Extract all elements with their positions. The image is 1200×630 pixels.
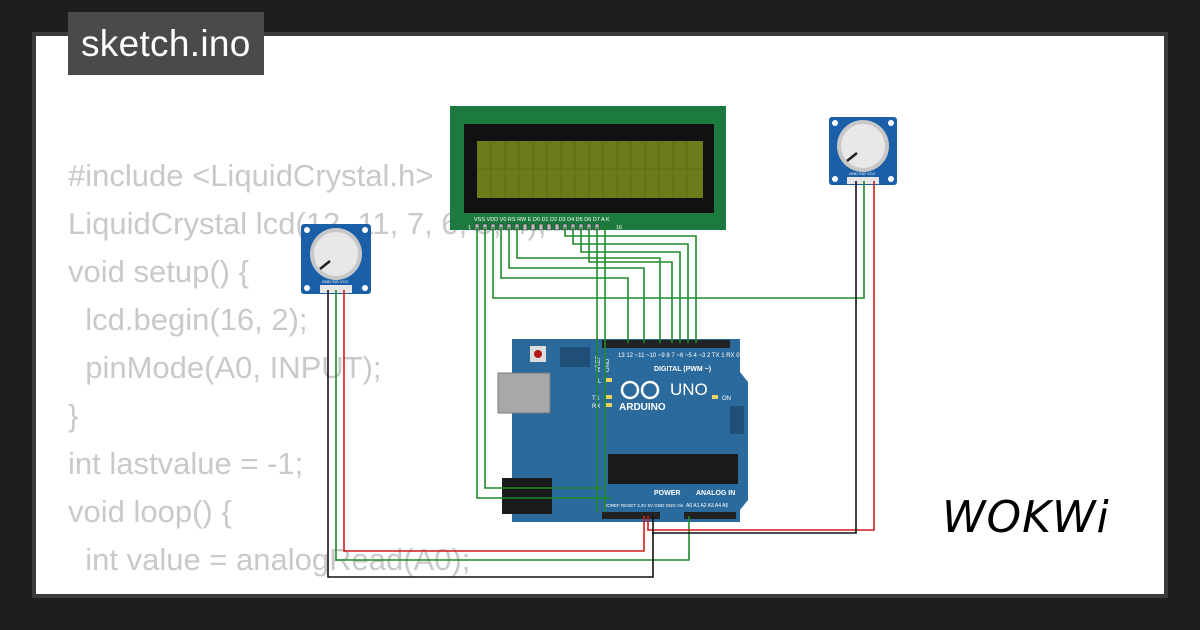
arduino-on-label: ON — [722, 396, 731, 402]
arduino-power-label: POWER — [654, 490, 680, 497]
arduino-analog-pin-labels: A0 A1 A2 A3 A4 A5 — [686, 503, 728, 509]
arduino-led-l-label: L — [598, 379, 602, 385]
code-line: lcd.begin(16, 2); — [68, 302, 308, 337]
arduino-gnd-label: GND — [605, 358, 611, 372]
arduino-model: UNO — [670, 380, 708, 399]
lcd-module[interactable]: VSS VDD V0 RS RW E D0 D1 D2 D3 D4 D5 D6 … — [450, 106, 726, 231]
code-line: pinMode(A0, INPUT); — [68, 350, 382, 385]
arduino-infinity-logo — [620, 380, 660, 400]
code-line: int lastvalue = -1; — [68, 446, 304, 481]
lcd-pin-labels: VSS VDD V0 RS RW E D0 D1 D2 D3 D4 D5 D6 … — [474, 217, 610, 223]
wokwi-logo: WOKWi — [942, 492, 1110, 543]
code-preview: #include <LiquidCrystal.h>LiquidCrystal … — [68, 152, 546, 584]
arduino-digital-pin-labels: 13 12 ~11 ~10 ~9 8 7 ~6 ~5 4 ~3 2 TX 1 R… — [618, 353, 740, 359]
arduino-digital-label: DIGITAL (PWM ~) — [654, 366, 711, 373]
lcd-pin-first: 1 — [468, 225, 471, 231]
code-line: #include <LiquidCrystal.h> — [68, 158, 434, 193]
pot-right-pin-labels: GND SIG VCC — [849, 171, 876, 176]
code-line: } — [68, 398, 79, 433]
lcd-pin-last: 16 — [616, 225, 622, 231]
wokwi-logo-text: WOKWi — [942, 492, 1110, 543]
potentiometer-right[interactable]: GND SIG VCC — [829, 117, 897, 185]
arduino-power-pin-labels: IOREF RESET 3.3V 5V GND GND Vin — [606, 503, 684, 508]
arduino-aref-label: AREF — [596, 356, 602, 372]
arduino-led-rx-label: RX — [592, 404, 600, 410]
code-line: void setup() { — [68, 254, 249, 289]
potentiometer-left[interactable]: GND SIG VCC — [301, 224, 371, 294]
file-name-tab[interactable]: sketch.ino — [68, 12, 264, 75]
arduino-brand: ARDUINO — [619, 402, 666, 413]
arduino-led-tx-label: TX — [592, 396, 600, 402]
code-line: void loop() { — [68, 494, 232, 529]
arduino-analog-label: ANALOG IN — [696, 490, 735, 497]
pot-left-pin-labels: GND SIG VCC — [322, 279, 349, 284]
wires — [327, 181, 875, 578]
arduino-uno-board[interactable]: AREF GND 13 12 ~11 ~10 ~9 8 7 ~6 ~5 4 ~3… — [497, 339, 748, 522]
